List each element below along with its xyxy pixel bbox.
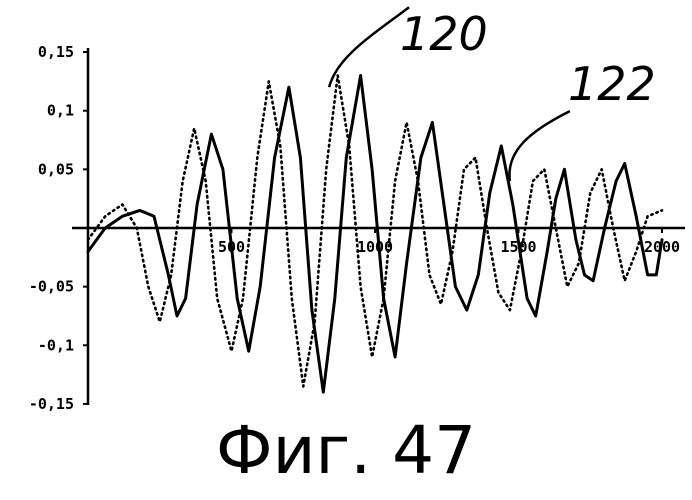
x-tick-label: 1000: [357, 238, 393, 256]
y-tick-label: -0,05: [29, 278, 74, 296]
annotation-leader-120: [329, 7, 409, 87]
y-tick-label: -0,1: [38, 336, 74, 354]
chart-series: [88, 76, 662, 393]
annotation-label-122: 122: [568, 57, 656, 111]
chart-annotations: 120 122: [329, 7, 656, 181]
waveform-chart: 0,150,10,05-0,05-0,1-0,15500100015002000…: [0, 0, 692, 420]
y-tick-label: 0,05: [38, 160, 74, 178]
y-tick-label: 0,15: [38, 43, 74, 61]
y-tick-label: 0,1: [47, 102, 74, 120]
annotation-label-120: 120: [400, 7, 488, 61]
annotation-leader-122: [509, 111, 569, 181]
y-tick-label: -0,15: [29, 395, 74, 413]
figure-caption: Фиг. 47: [0, 418, 692, 484]
